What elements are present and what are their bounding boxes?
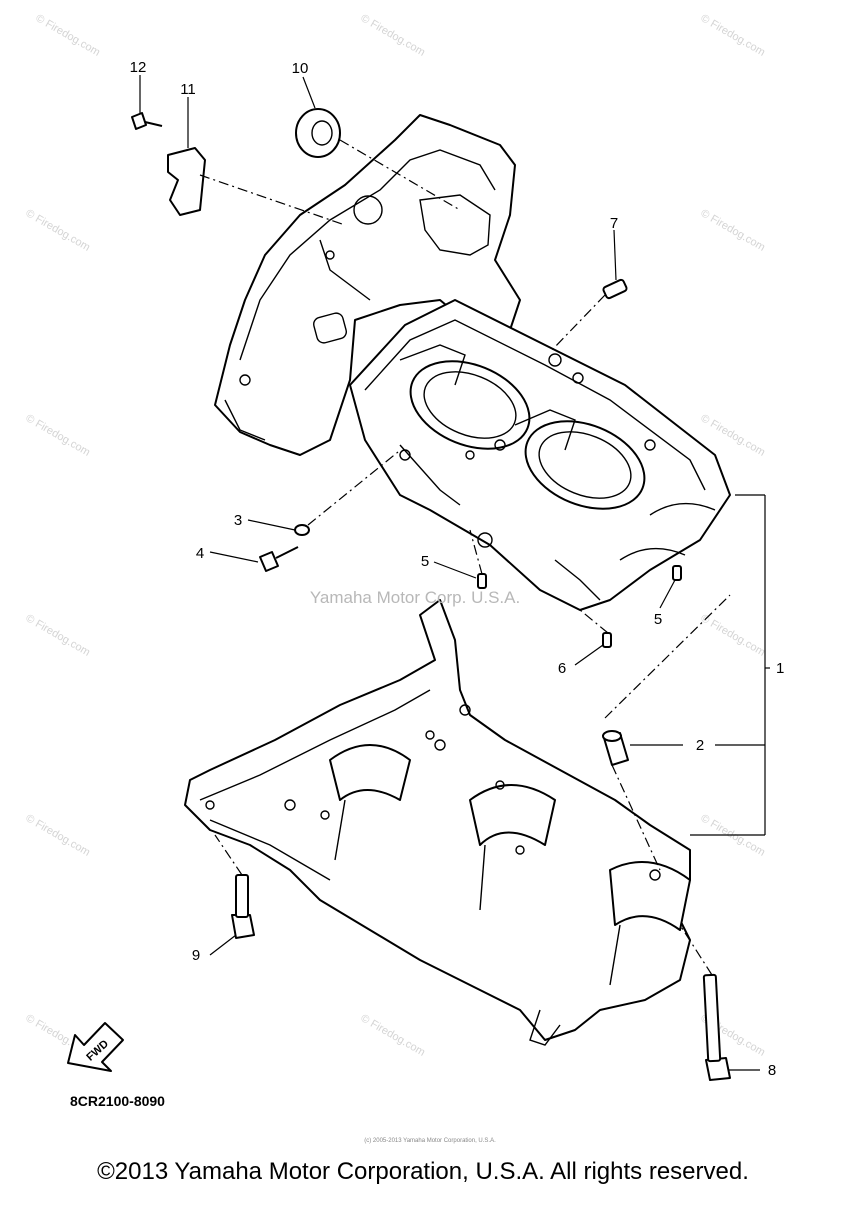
- leader-lines: [139, 75, 770, 1071]
- callout-8: 8: [768, 1062, 776, 1079]
- callout-12: 12: [130, 59, 147, 76]
- callout-5-left: 5: [421, 553, 429, 570]
- washer-3: [294, 524, 310, 536]
- site-watermark: © Firedog.com: [699, 207, 768, 254]
- copyright-notice: ©2013 Yamaha Motor Corporation, U.S.A. A…: [97, 1158, 749, 1185]
- small-parts: [131, 108, 731, 1081]
- callout-9: 9: [192, 947, 200, 964]
- site-watermark: © Firedog.com: [34, 12, 103, 59]
- callout-1: 1: [776, 660, 784, 677]
- callout-2: 2: [696, 737, 704, 754]
- site-watermark: © Firedog.com: [24, 612, 93, 659]
- pin-5-right: [672, 565, 682, 581]
- tiny-copyright: (c) 2005-2013 Yamaha Motor Corporation, …: [364, 1138, 496, 1144]
- callout-4: 4: [196, 545, 204, 562]
- site-watermark: © Firedog.com: [24, 207, 93, 254]
- drawing-code: 8CR2100-8090: [70, 1093, 165, 1109]
- callout-6: 6: [558, 660, 566, 677]
- site-watermark: © Firedog.com: [24, 812, 93, 859]
- bolt-9: [231, 914, 255, 939]
- upper-crankcase: [214, 114, 731, 611]
- site-watermark: © Firedog.com: [24, 412, 93, 459]
- site-watermark: © Firedog.com: [699, 612, 768, 659]
- site-watermark: © Firedog.com: [359, 12, 428, 59]
- callout-5-right: 5: [654, 611, 662, 628]
- dowel-7: [602, 278, 628, 300]
- bearing-10: [295, 108, 341, 158]
- lower-crankcase: [184, 599, 691, 1046]
- callout-7: 7: [610, 215, 618, 232]
- callout-3: 3: [234, 512, 242, 529]
- screw-12: [131, 112, 147, 130]
- callout-labels: 12 11 10 7 3 4 5 5 6 1 2 9 8: [130, 59, 785, 1079]
- site-watermark: © Firedog.com: [699, 12, 768, 59]
- bracket-11: [167, 147, 206, 216]
- pin-6: [602, 632, 612, 648]
- yamaha-watermark: Yamaha Motor Corp. U.S.A.: [310, 588, 520, 607]
- bolt-4: [259, 551, 279, 572]
- callout-11: 11: [180, 81, 196, 98]
- fwd-arrow-icon: FWD: [67, 1022, 124, 1072]
- callout-10: 10: [292, 60, 309, 77]
- site-watermark: © Firedog.com: [359, 1012, 428, 1059]
- pin-5-left: [477, 573, 487, 589]
